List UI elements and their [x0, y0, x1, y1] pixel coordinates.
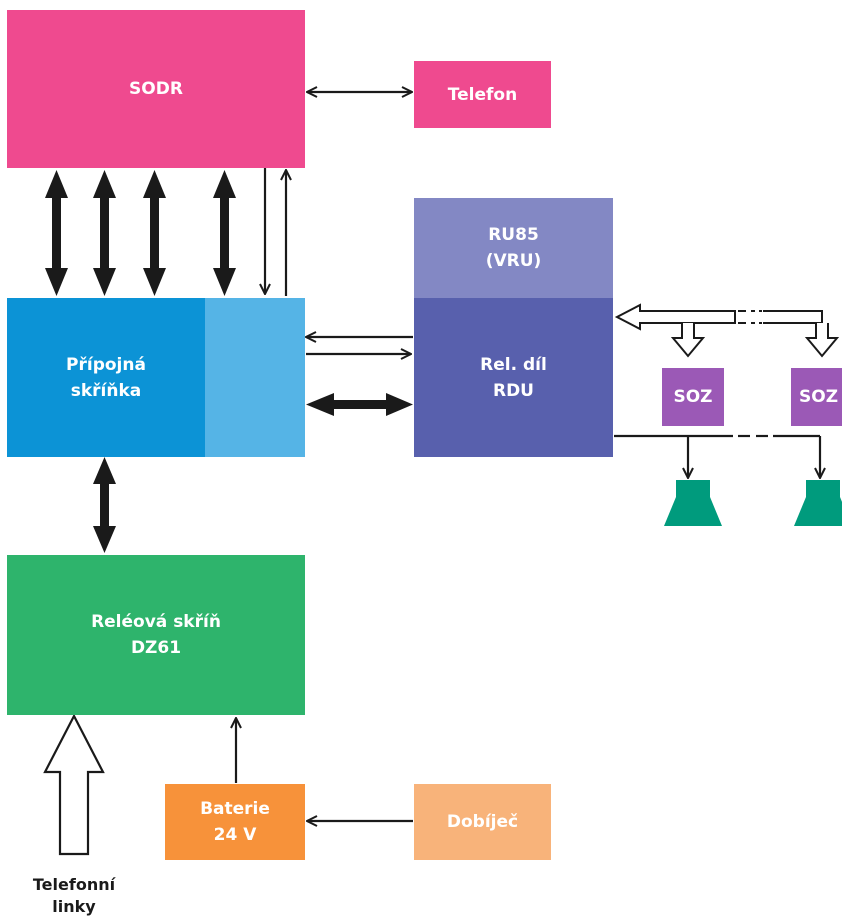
sodr-label: SODR — [129, 79, 183, 99]
sodr-block: SODR — [7, 10, 305, 168]
dobijec-block: Dobíječ — [414, 784, 551, 860]
soz-2-block: SOZ — [791, 368, 842, 426]
sodr-pripojna-bus-4 — [213, 170, 236, 296]
telefonni-linky-caption: Telefonní linky — [32, 875, 116, 916]
speaker-1-icon — [664, 480, 722, 526]
telefonni-linky-input-arrow — [43, 713, 105, 856]
pripojna-skrinka-block: Přípojná skříňka — [7, 298, 205, 457]
telefon-label: Telefon — [447, 84, 518, 105]
soz-2-label: SOZ — [799, 387, 839, 407]
soz-hollow-bus — [614, 303, 840, 358]
soz-bus-dashes — [738, 310, 762, 324]
releova-skrin-block: Reléová skříň DZ61 — [7, 555, 305, 715]
releova-skrin-label: Reléová skříň DZ61 — [91, 612, 221, 658]
pripojna-releova-bus — [93, 457, 116, 553]
ru85-block: RU85 (VRU) — [414, 198, 613, 298]
dobijec-label: Dobíječ — [446, 812, 519, 832]
rel-dil-rdu-block: Rel. díl RDU — [414, 298, 613, 457]
baterie-block: Baterie 24 V — [165, 784, 305, 860]
pripojna-skrinka-label: Přípojná skříňka — [66, 354, 146, 401]
speaker-2-icon — [794, 480, 842, 526]
pripojna-rdu-bus — [306, 393, 413, 416]
soz-1-block: SOZ — [662, 368, 724, 426]
soz-1-label: SOZ — [673, 387, 713, 407]
baterie-label: Baterie 24 V — [200, 799, 270, 845]
sodr-pripojna-bus-1 — [45, 170, 68, 296]
sodr-pripojna-bus-2 — [93, 170, 116, 296]
telefon-block: Telefon — [414, 61, 551, 128]
pripojna-skrinka-interface-panel — [205, 298, 305, 457]
sodr-pripojna-bus-3 — [143, 170, 166, 296]
ru85-label: RU85 (VRU) — [485, 225, 542, 271]
rel-dil-rdu-label: Rel. díl RDU — [480, 354, 547, 401]
